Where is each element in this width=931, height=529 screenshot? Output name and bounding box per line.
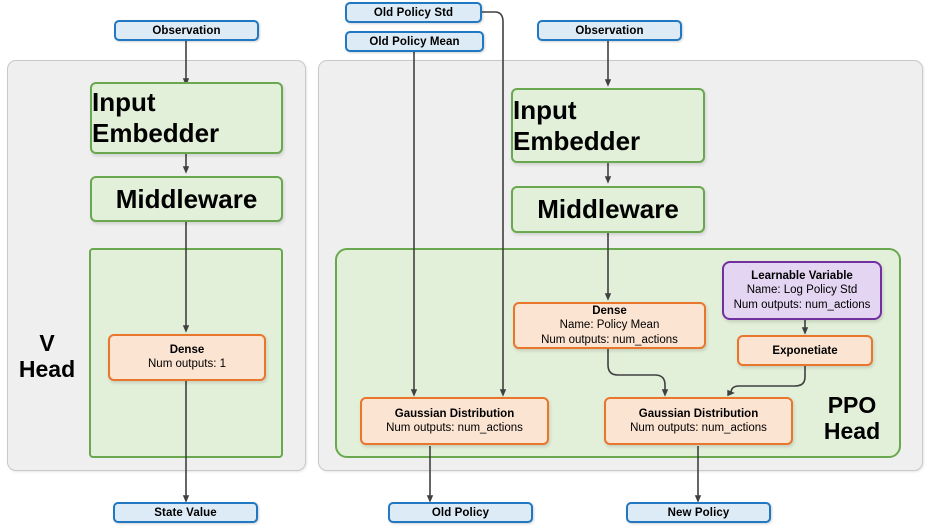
v-head-dense-outputs: Num outputs: 1: [148, 358, 226, 370]
learnable-variable-name: Name: Log Policy Std: [746, 283, 858, 296]
ppo-head-label-line2: Head: [823, 418, 881, 444]
v-head-dense[interactable]: Dense Num outputs: 1: [108, 334, 266, 381]
input-old-policy-std[interactable]: Old Policy Std: [345, 2, 482, 23]
input-old-policy-mean[interactable]: Old Policy Mean: [345, 31, 484, 52]
input-observation-v[interactable]: Observation: [114, 20, 259, 41]
ppo-head-middleware[interactable]: Middleware: [511, 186, 705, 233]
output-new-policy[interactable]: New Policy: [626, 502, 771, 523]
ppo-head-label: PPO Head: [806, 392, 898, 444]
ppo-learnable-variable[interactable]: Learnable Variable Name: Log Policy Std …: [722, 261, 882, 320]
gaussian-old-title: Gaussian Distribution: [394, 407, 515, 420]
v-head-label-line1: V: [39, 330, 55, 356]
ppo-exponentiate[interactable]: Exponetiate: [737, 335, 873, 366]
v-head-label-line2: Head: [18, 356, 76, 382]
input-observation-ppo[interactable]: Observation: [537, 20, 682, 41]
v-head-label: V Head: [7, 330, 87, 382]
gaussian-old-outputs: Num outputs: num_actions: [386, 421, 523, 434]
ppo-dense-policy-mean[interactable]: Dense Name: Policy Mean Num outputs: num…: [513, 302, 706, 349]
output-old-policy[interactable]: Old Policy: [388, 502, 533, 523]
v-head-dense-title: Dense: [169, 344, 205, 356]
output-state-value[interactable]: State Value: [113, 502, 258, 523]
v-head-middleware[interactable]: Middleware: [90, 176, 283, 222]
learnable-variable-title: Learnable Variable: [751, 269, 853, 282]
ppo-dense-outputs: Num outputs: num_actions: [541, 333, 678, 346]
gaussian-new-outputs: Num outputs: num_actions: [630, 421, 767, 434]
exponentiate-title: Exponetiate: [772, 344, 838, 357]
learnable-variable-outputs: Num outputs: num_actions: [733, 298, 871, 311]
ppo-dense-title: Dense: [592, 304, 627, 317]
ppo-gaussian-new-policy[interactable]: Gaussian Distribution Num outputs: num_a…: [604, 397, 793, 445]
gaussian-new-title: Gaussian Distribution: [638, 407, 759, 420]
ppo-gaussian-old-policy[interactable]: Gaussian Distribution Num outputs: num_a…: [360, 397, 549, 445]
ppo-head-label-line1: PPO: [827, 392, 877, 418]
ppo-head-input-embedder[interactable]: Input Embedder: [511, 88, 705, 163]
ppo-dense-name: Name: Policy Mean: [559, 318, 660, 331]
v-head-input-embedder[interactable]: Input Embedder: [90, 82, 283, 154]
